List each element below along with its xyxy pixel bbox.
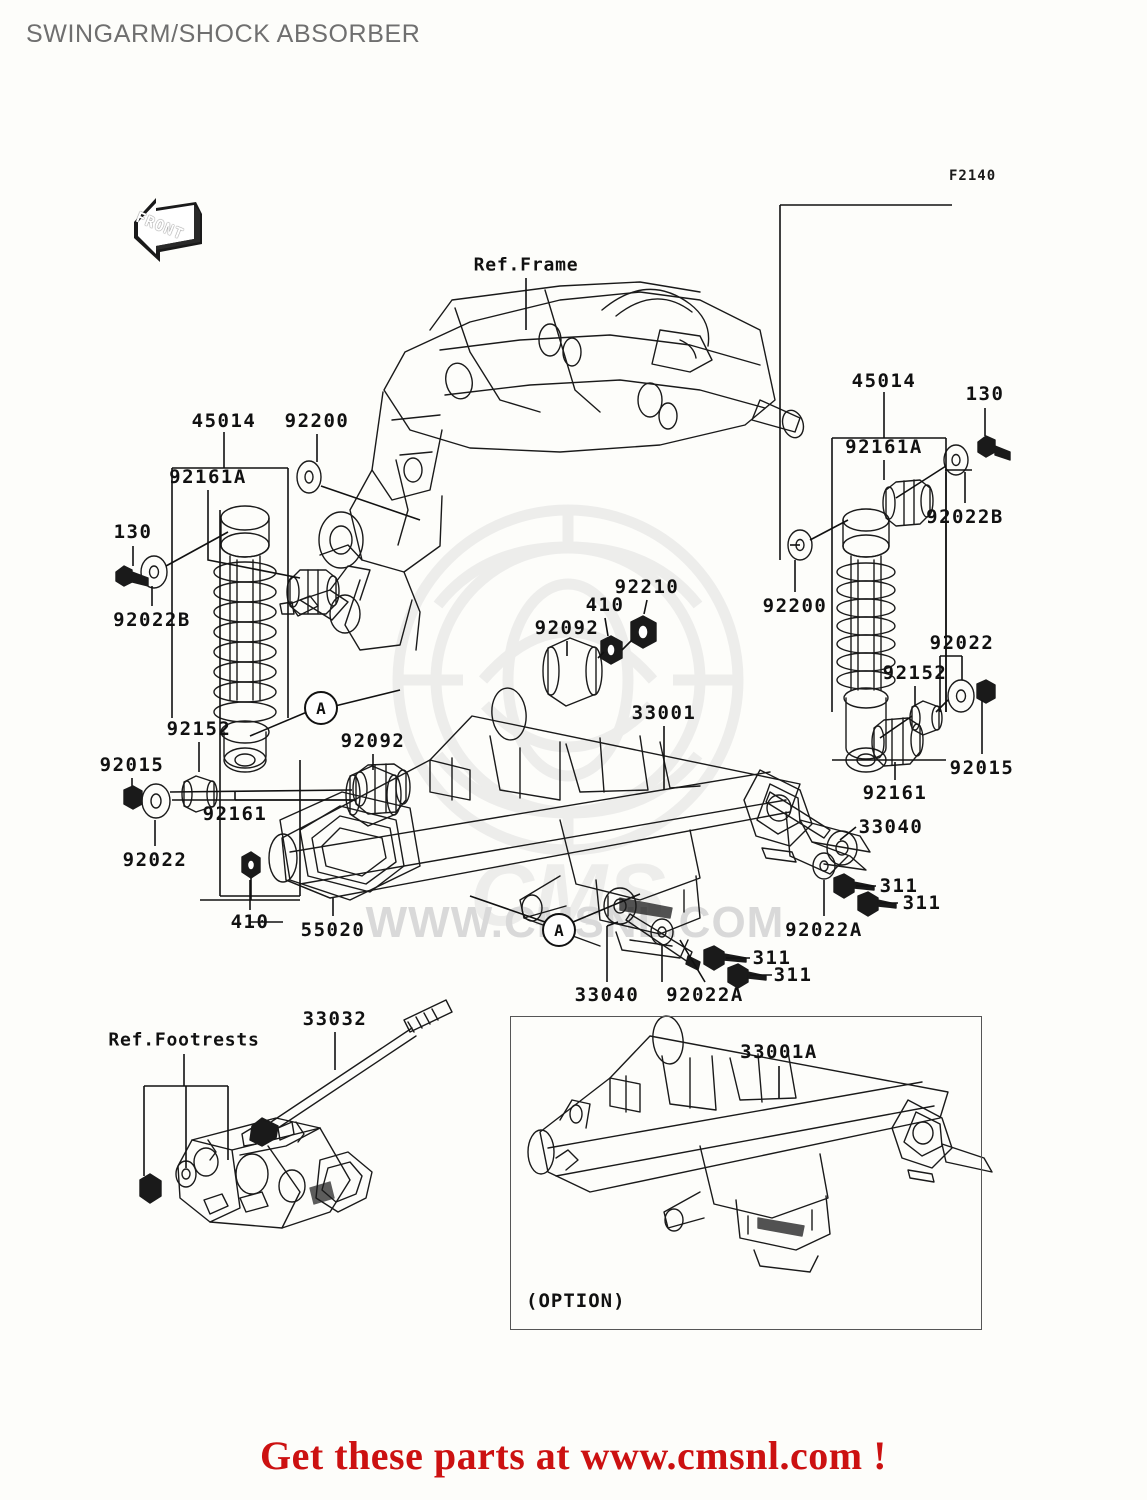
- callout-92092-left[interactable]: 92092: [340, 730, 406, 752]
- callout-92161-right[interactable]: 92161: [862, 782, 928, 804]
- left-washer-92022: [141, 783, 171, 819]
- callout-33032[interactable]: 33032: [302, 1008, 368, 1030]
- reference-label-footrests: Ref.Footrests: [108, 1029, 260, 1051]
- guard-nut-410: [241, 851, 261, 879]
- callout-311-right-1[interactable]: 311: [879, 875, 919, 897]
- callout-92092-centre[interactable]: 92092: [534, 617, 600, 639]
- front-direction-badge: FRONT: [126, 190, 210, 262]
- left-collar-92152: [181, 775, 218, 813]
- callout-92022B-left[interactable]: 92022B: [113, 609, 191, 631]
- callout-33001A[interactable]: 33001A: [740, 1041, 818, 1063]
- centre-nut-410: [600, 635, 623, 665]
- callout-92015-right[interactable]: 92015: [949, 757, 1015, 779]
- callout-33040-right[interactable]: 33040: [858, 816, 924, 838]
- callout-311-right-2[interactable]: 311: [902, 892, 942, 914]
- centre-bush-92092: [542, 637, 603, 707]
- bolt-311-r2: [857, 891, 897, 917]
- callout-45014-left[interactable]: 45014: [191, 410, 257, 432]
- option-variant-box: [510, 1016, 982, 1330]
- right-washer-92022b: [943, 444, 969, 476]
- callout-92152-right[interactable]: 92152: [882, 662, 948, 684]
- frame-artwork: [279, 281, 805, 651]
- callout-311-centre-2[interactable]: 311: [773, 964, 813, 986]
- callout-92161A-left[interactable]: 92161A: [169, 466, 247, 488]
- callout-92022B-right[interactable]: 92022B: [926, 506, 1004, 528]
- callout-92022A-centre[interactable]: 92022A: [666, 984, 744, 1006]
- centre-nut-92210: [630, 615, 657, 649]
- washer-92022a-r: [812, 852, 836, 880]
- left-washer-92022b: [140, 555, 168, 589]
- promo-banner[interactable]: Get these parts at www.cmsnl.com !: [260, 1433, 887, 1478]
- chain-adjuster-left: [603, 887, 701, 971]
- figure-code: F2140: [949, 168, 997, 184]
- right-bolt-130: [977, 435, 1011, 461]
- callout-130-right[interactable]: 130: [965, 383, 1005, 405]
- callout-33001[interactable]: 33001: [631, 702, 697, 724]
- callout-311-centre-1[interactable]: 311: [752, 947, 792, 969]
- callout-410-left[interactable]: 410: [230, 911, 270, 933]
- callout-33040-centre[interactable]: 33040: [574, 984, 640, 1006]
- callout-45014-right[interactable]: 45014: [851, 370, 917, 392]
- reference-label-frame: Ref.Frame: [473, 254, 579, 276]
- left-nut-92015: [123, 785, 143, 810]
- callout-92210[interactable]: 92210: [614, 576, 680, 598]
- callout-55020[interactable]: 55020: [300, 919, 366, 941]
- bolt-311-r1: [833, 873, 875, 899]
- callout-92015-left[interactable]: 92015: [99, 754, 165, 776]
- callout-92152-left[interactable]: 92152: [166, 718, 232, 740]
- callout-92022A-right[interactable]: 92022A: [785, 919, 863, 941]
- callout-92161-left[interactable]: 92161: [202, 803, 268, 825]
- callout-410-centre[interactable]: 410: [585, 594, 625, 616]
- bolt-311-c2: [727, 963, 767, 989]
- callout-130-left[interactable]: 130: [113, 521, 153, 543]
- callout-92022-right[interactable]: 92022: [929, 632, 995, 654]
- right-washer-92200: [787, 529, 813, 561]
- left-washer-92200: [296, 460, 322, 494]
- footrest-bracket: [177, 1117, 373, 1229]
- callout-92161A-right[interactable]: 92161A: [845, 436, 923, 458]
- callout-92200-right[interactable]: 92200: [762, 595, 828, 617]
- right-collar-92152: [909, 700, 943, 736]
- left-bolt-130: [115, 565, 149, 587]
- option-caption: (OPTION): [526, 1290, 626, 1312]
- callout-92022-left[interactable]: 92022: [122, 849, 188, 871]
- right-nut-92015: [976, 679, 996, 704]
- right-washer-92022: [947, 679, 975, 713]
- right-lower-bush: [871, 717, 924, 767]
- right-shock-absorber: [836, 508, 896, 773]
- page-title: SWINGARM/SHOCK ABSORBER: [26, 20, 421, 48]
- group-marker-a-lower[interactable]: A: [542, 913, 576, 947]
- footrest-bolt-a: [139, 1173, 162, 1204]
- group-marker-a-upper[interactable]: A: [304, 691, 338, 725]
- left-arm-bush-92092: [345, 765, 402, 827]
- option-swingarm-33001a: [527, 1015, 993, 1273]
- callout-92200-left[interactable]: 92200: [284, 410, 350, 432]
